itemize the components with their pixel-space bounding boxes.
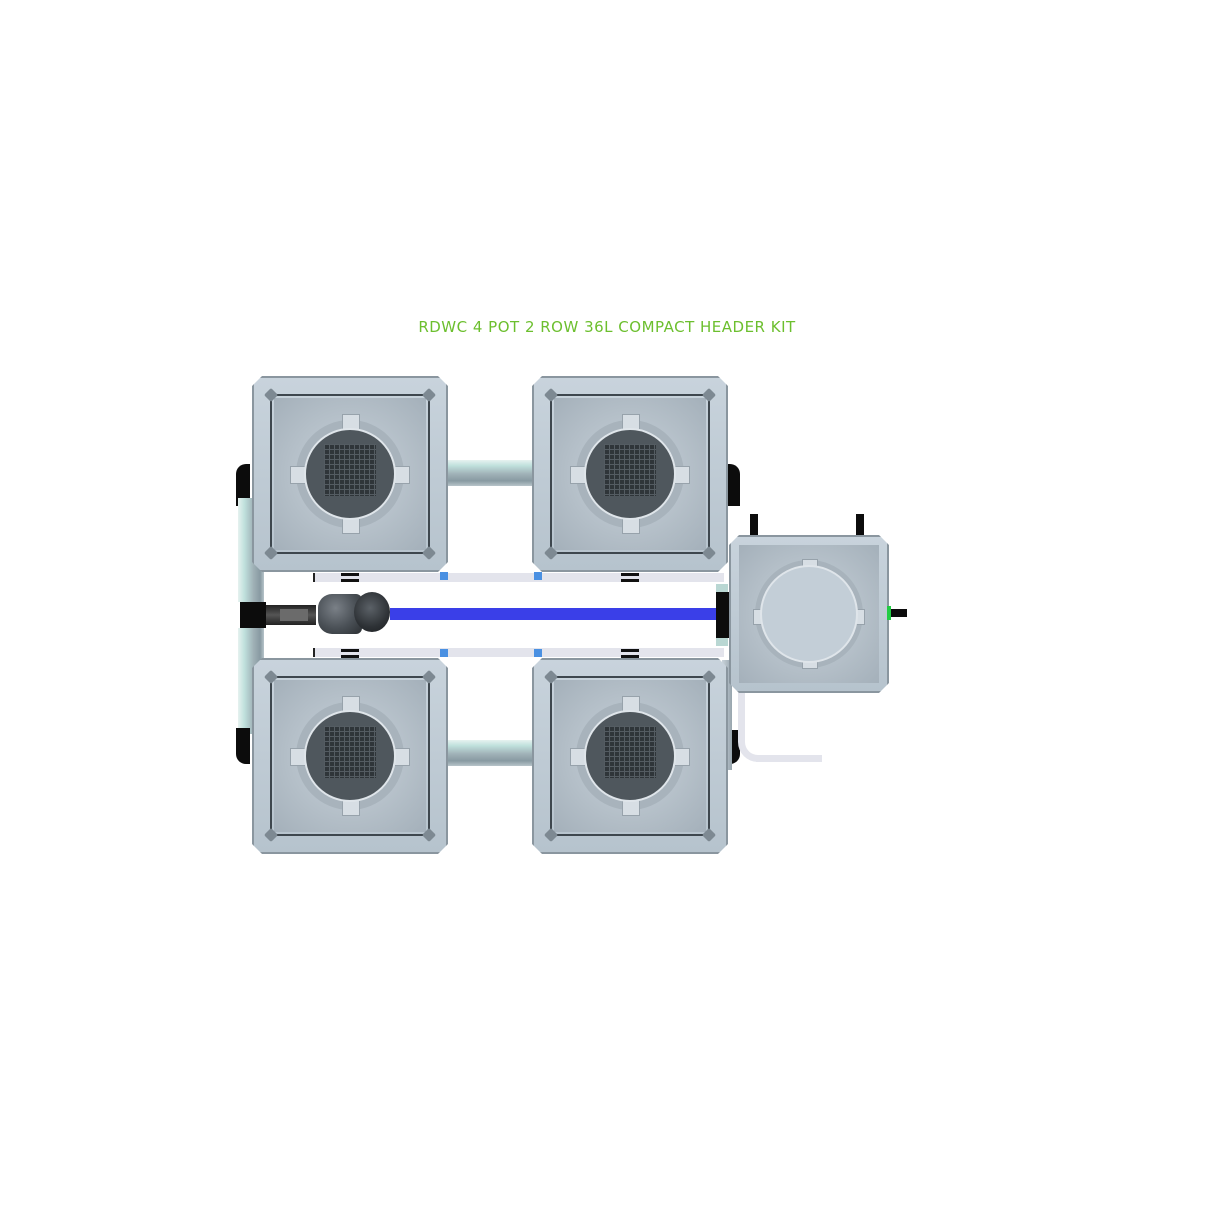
- tube-marker: [621, 655, 639, 658]
- overflow-tube: [738, 690, 758, 762]
- pot-frame: [270, 394, 430, 554]
- tube-marker: [341, 573, 359, 576]
- header-top-fitting-right: [856, 514, 864, 536]
- header-fitting-cap: [716, 584, 728, 592]
- net-pot-mesh: [604, 726, 656, 778]
- tube-marker: [341, 579, 359, 582]
- header-fitting-cap: [716, 638, 728, 646]
- overflow-tube-run: [756, 755, 822, 762]
- upper-drain-tube: [314, 573, 724, 582]
- pot-top-left[interactable]: [252, 376, 448, 572]
- tube-marker: [341, 655, 359, 658]
- lid-tab: [342, 518, 360, 534]
- lidded-tank-icon: [760, 565, 858, 663]
- tube-marker: [621, 649, 639, 652]
- lid-tab: [394, 748, 410, 766]
- pot-frame: [270, 676, 430, 836]
- tube-end-marker: [313, 573, 315, 582]
- left-elbow-bottom: [236, 728, 250, 764]
- bottom-row-connector-pipe: [446, 740, 534, 766]
- pot-bottom-right[interactable]: [532, 658, 728, 854]
- pot-bottom-left[interactable]: [252, 658, 448, 854]
- lid-tab: [394, 466, 410, 484]
- net-pot-mesh: [604, 444, 656, 496]
- lid-tab: [622, 800, 640, 816]
- tube-marker: [621, 579, 639, 582]
- lid-tab: [622, 518, 640, 534]
- tube-clip: [534, 572, 542, 580]
- left-tee-fitting: [240, 602, 266, 628]
- pot-frame: [550, 676, 710, 836]
- header-side-outlet: [891, 609, 907, 617]
- header-top-fitting-left: [750, 514, 758, 536]
- pot-frame: [550, 394, 710, 554]
- header-fitting: [716, 592, 730, 638]
- tube-marker: [621, 573, 639, 576]
- right-elbow-top: [728, 464, 740, 506]
- diagram-title: RDWC 4 POT 2 ROW 36L COMPACT HEADER KIT: [418, 318, 796, 336]
- level-indicator-icon: [887, 606, 891, 620]
- tube-end-marker: [313, 648, 315, 657]
- net-pot-mesh: [324, 444, 376, 496]
- lid-tab: [342, 800, 360, 816]
- net-pot-mesh: [324, 726, 376, 778]
- lid-tab: [674, 466, 690, 484]
- header-tank[interactable]: [729, 535, 889, 693]
- pot-top-right[interactable]: [532, 376, 728, 572]
- tube-marker: [341, 649, 359, 652]
- lower-drain-tube: [314, 648, 724, 657]
- tube-clip: [534, 649, 542, 657]
- lid-tab: [674, 748, 690, 766]
- feed-line: [390, 608, 730, 620]
- tube-clip: [440, 572, 448, 580]
- left-elbow-top: [236, 464, 250, 506]
- tube-clip: [440, 649, 448, 657]
- pump-impeller-icon: [354, 592, 390, 632]
- pump-fitting-core: [280, 609, 308, 621]
- top-row-connector-pipe: [446, 460, 534, 486]
